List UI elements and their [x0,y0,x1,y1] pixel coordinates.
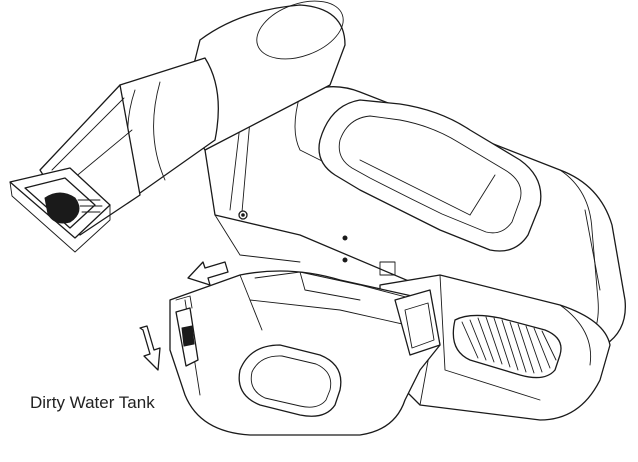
dirty-water-tank-label: Dirty Water Tank [30,393,155,412]
dirty-water-tank [169,270,441,436]
removal-arrow-left [187,261,229,286]
brush-grille [461,316,557,374]
nozzle-tube [9,0,346,253]
removal-arrow-down [139,325,161,371]
main-body [204,86,626,408]
base-housing [379,274,611,421]
